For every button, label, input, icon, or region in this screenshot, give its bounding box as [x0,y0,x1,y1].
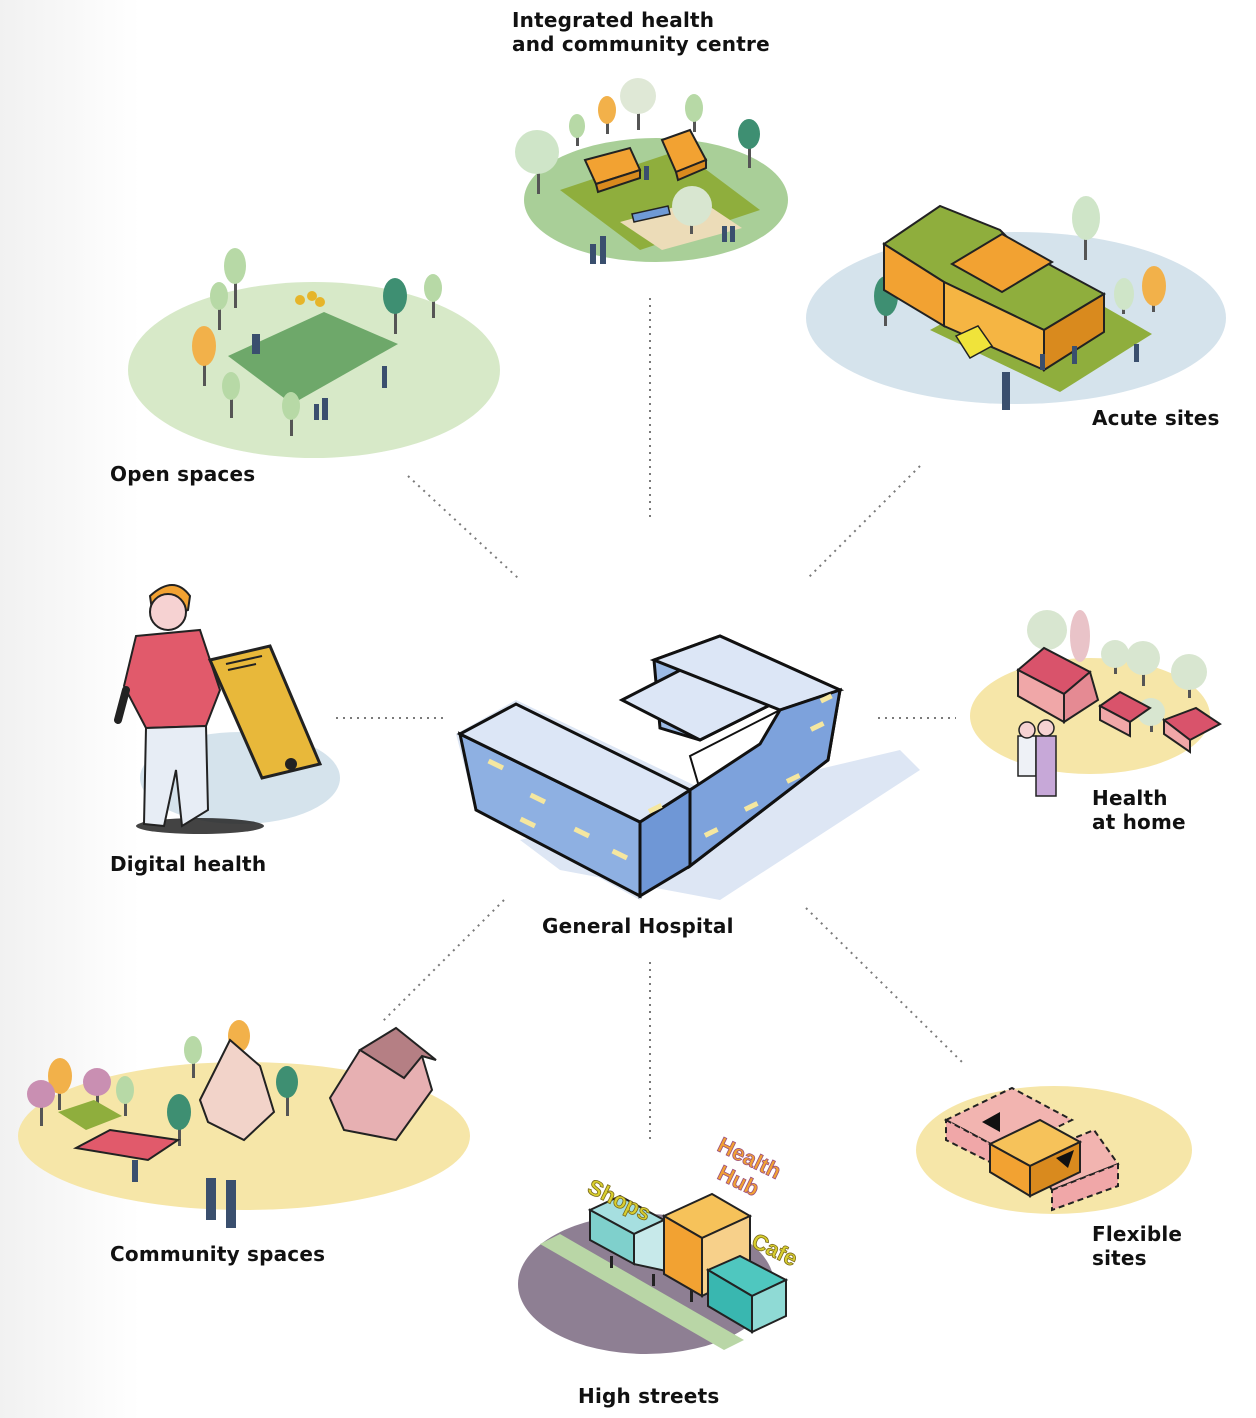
connector-acute [807,465,921,579]
integrated-illustration [515,78,788,264]
community-spaces-illustration [18,1020,470,1228]
node-label-integrated: Integrated health and community centre [512,8,770,56]
flexible-sites-illustration [916,1086,1192,1214]
acute-illustration [806,196,1226,410]
node-label-home: Health at home [1092,786,1186,834]
health-at-home-illustration [970,610,1222,797]
node-label-acute: Acute sites [1092,406,1220,430]
node-label-digital: Digital health [110,852,267,876]
center-label-general-hospital: General Hospital [542,914,734,938]
node-label-open: Open spaces [110,462,256,486]
node-label-highstreets: High streets [578,1384,720,1408]
connector-open [407,475,519,579]
hospital-illustration [456,634,920,900]
open-spaces-illustration [128,248,500,458]
high-streets-illustration: Shops Health Hub Cafe [518,1132,802,1354]
tree [515,78,760,234]
node-label-flexible: Flexible sites [1092,1222,1183,1270]
connector-community [381,899,505,1023]
digital-health-illustration [114,584,340,834]
node-label-community: Community spaces [110,1242,326,1266]
connector-flexible [805,907,963,1063]
connectors [336,298,963,1142]
